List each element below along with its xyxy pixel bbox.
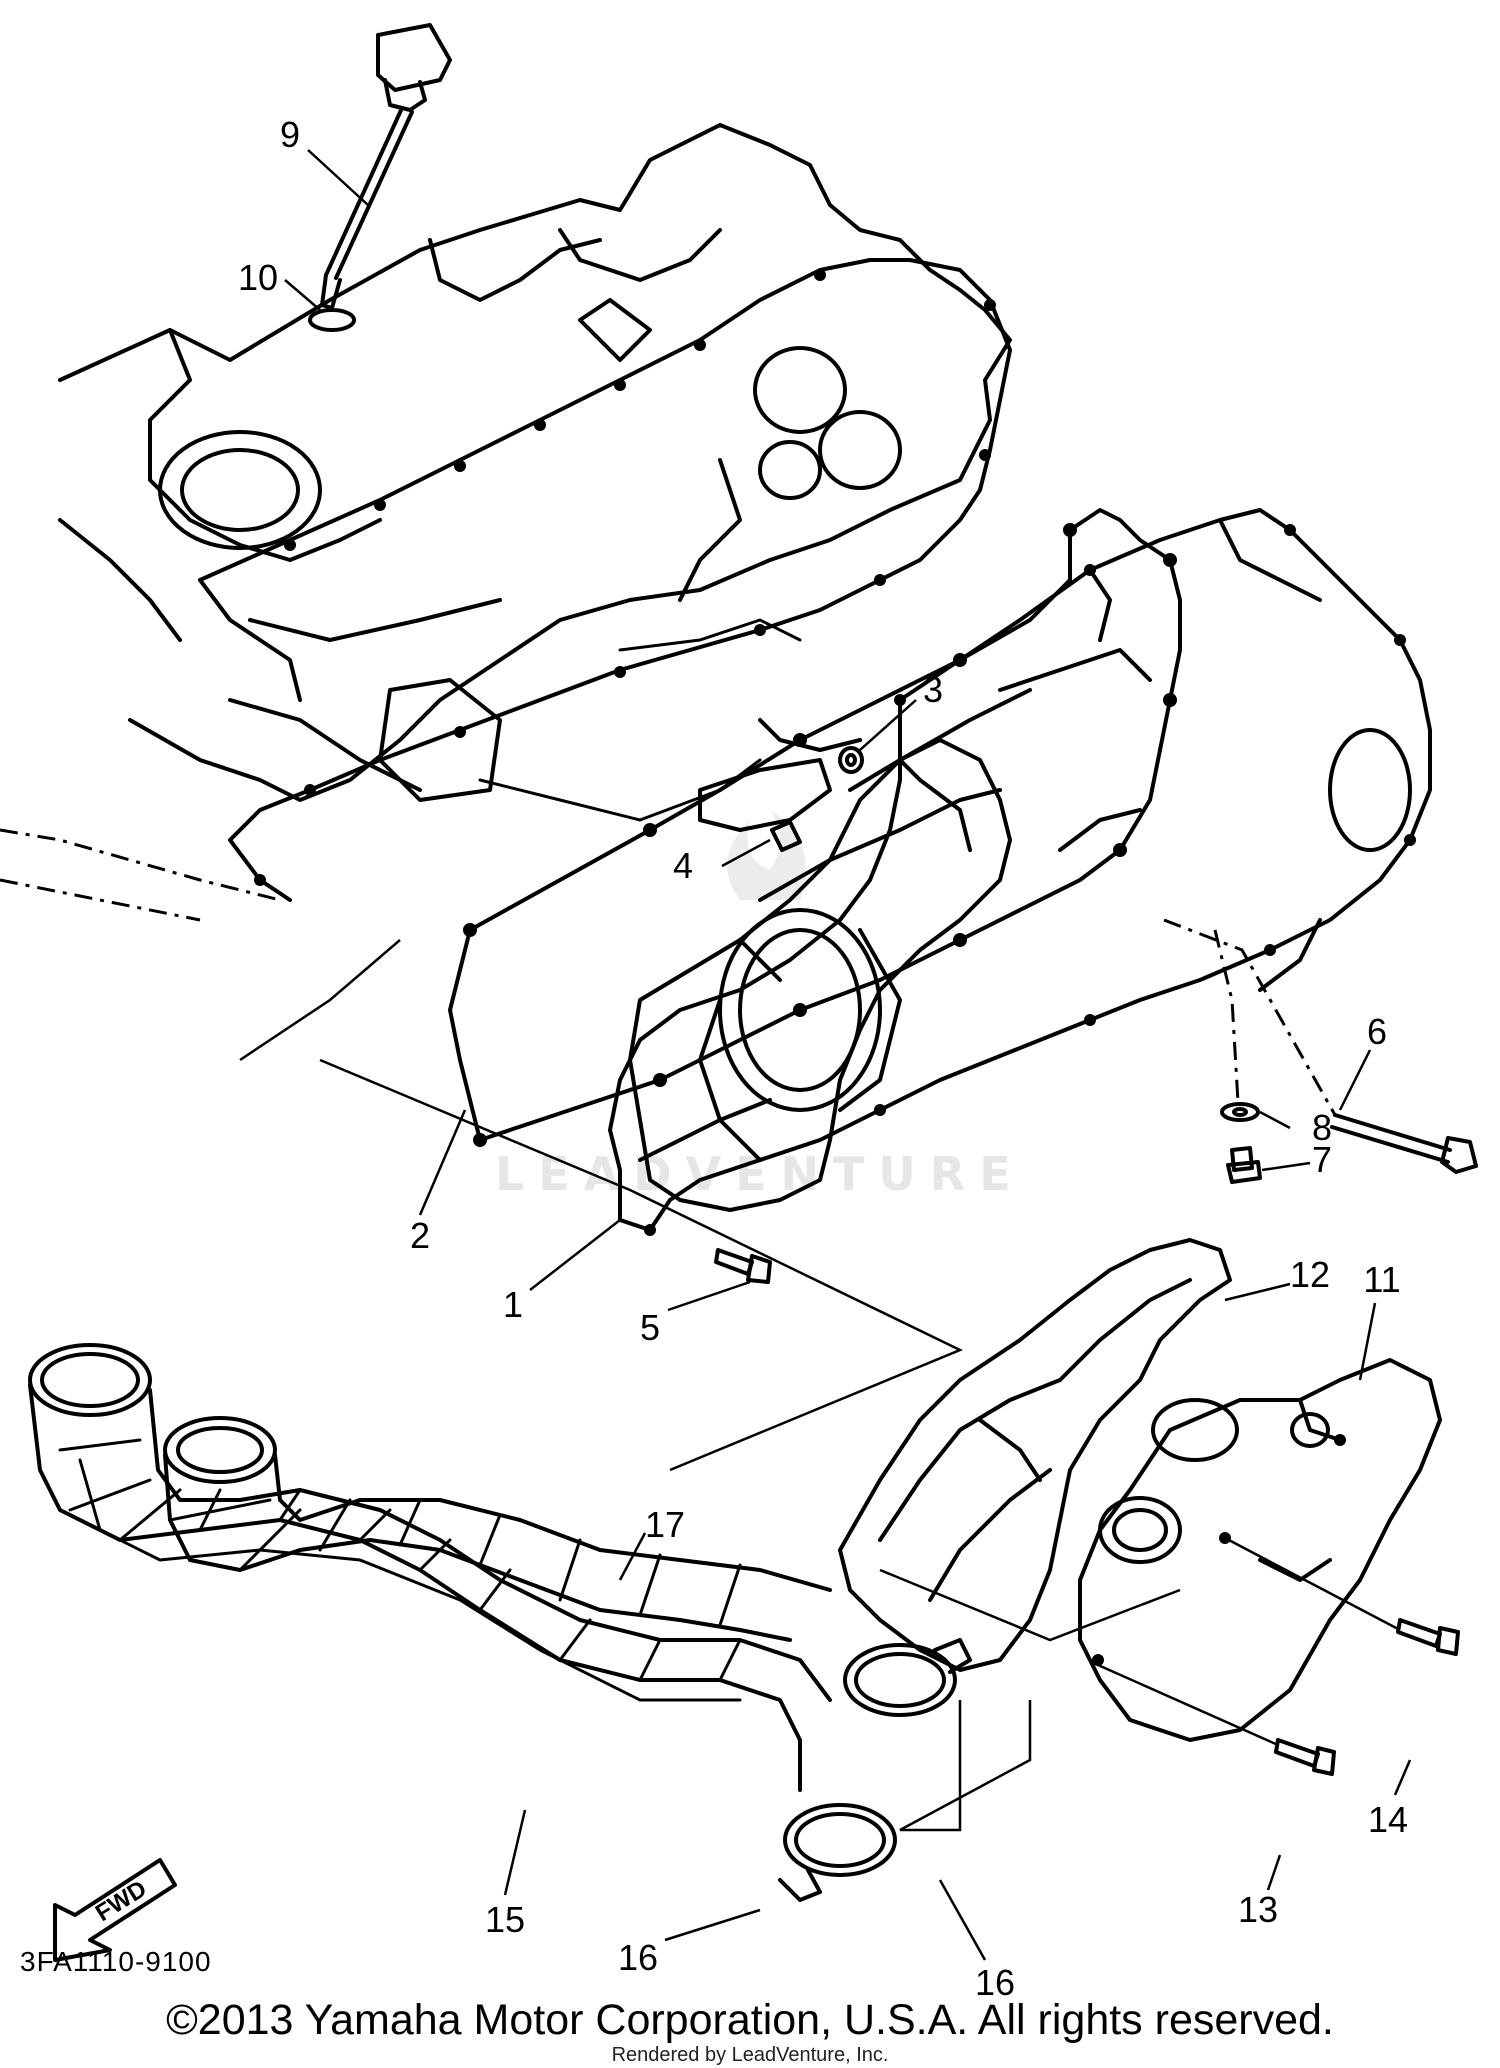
callout-6: 6 bbox=[1366, 1011, 1388, 1052]
copyright-notice: ©2013 Yamaha Motor Corporation, U.S.A. A… bbox=[166, 1996, 1334, 2044]
rendered-by-notice: Rendered by LeadVenture, Inc. bbox=[611, 2044, 889, 2066]
callout-leaders bbox=[284, 149, 1412, 1961]
callout-11: 11 bbox=[1363, 1259, 1401, 1300]
callout-13: 13 bbox=[1237, 1889, 1279, 1930]
dowel-pin-4 bbox=[770, 820, 802, 852]
forward-arrow: FWD bbox=[53, 1858, 177, 1962]
callout-14: 14 bbox=[1367, 1799, 1409, 1840]
crankcase-cover bbox=[608, 508, 1432, 1236]
callout-4: 4 bbox=[672, 845, 694, 886]
bolt-5 bbox=[714, 1248, 772, 1284]
duct-gasket-12 bbox=[838, 1238, 1232, 1672]
callout-15: 15 bbox=[484, 1899, 526, 1940]
callout-12: 12 bbox=[1289, 1254, 1331, 1295]
crankcase-gasket bbox=[198, 258, 1012, 902]
screw-13 bbox=[1274, 1738, 1336, 1776]
callout-2: 2 bbox=[409, 1215, 431, 1256]
callout-16-lower: 16 bbox=[617, 1937, 659, 1978]
small-washer-3 bbox=[838, 746, 864, 774]
callout-9: 9 bbox=[279, 114, 301, 155]
bolt-6-guide bbox=[1163, 918, 1337, 1116]
screw-14-guide bbox=[1224, 1536, 1401, 1632]
callout-5: 5 bbox=[639, 1307, 661, 1348]
callout-8: 8 bbox=[1311, 1107, 1333, 1148]
dipstick-o-ring bbox=[308, 308, 356, 332]
clamp-guide bbox=[899, 1700, 1032, 1832]
callout-3: 3 bbox=[922, 669, 944, 710]
callout-17: 17 bbox=[644, 1504, 686, 1545]
screw-14 bbox=[1396, 1618, 1460, 1656]
cover-inner-bracket bbox=[628, 738, 1012, 1212]
assembly-guide-left bbox=[319, 1058, 964, 1472]
duct-cover-11 bbox=[1078, 1358, 1442, 1742]
drain-washer-8 bbox=[1220, 1102, 1260, 1122]
drawing-code: 3FA1110-9100 bbox=[20, 1946, 212, 1977]
gasket-guide bbox=[879, 1568, 1181, 1642]
air-duct-15 bbox=[28, 1343, 832, 1792]
leadventure-watermark: LEADVENTURE bbox=[495, 810, 1025, 1201]
long-bolt-6 bbox=[1330, 1113, 1478, 1174]
drain-bolt-7 bbox=[1226, 1146, 1262, 1184]
cover-gasket bbox=[448, 508, 1182, 1147]
watermark-text: LEADVENTURE bbox=[495, 1147, 1025, 1201]
hose-clamp-16-upper bbox=[843, 1638, 972, 1717]
hose-clamp-16-lower bbox=[778, 1803, 897, 1902]
crankcase bbox=[0, 123, 1012, 922]
callout-10: 10 bbox=[237, 257, 279, 298]
assembly-guide-top bbox=[239, 939, 401, 1062]
callout-1: 1 bbox=[502, 1284, 524, 1325]
drain-guide bbox=[1213, 929, 1240, 1103]
callout-16-upper: 16 bbox=[974, 1962, 1016, 2003]
callout-7: 7 bbox=[1311, 1139, 1333, 1180]
dipstick bbox=[320, 23, 452, 310]
screw-13-guide bbox=[1097, 1663, 1279, 1747]
air-duct-17 bbox=[163, 1416, 832, 1642]
